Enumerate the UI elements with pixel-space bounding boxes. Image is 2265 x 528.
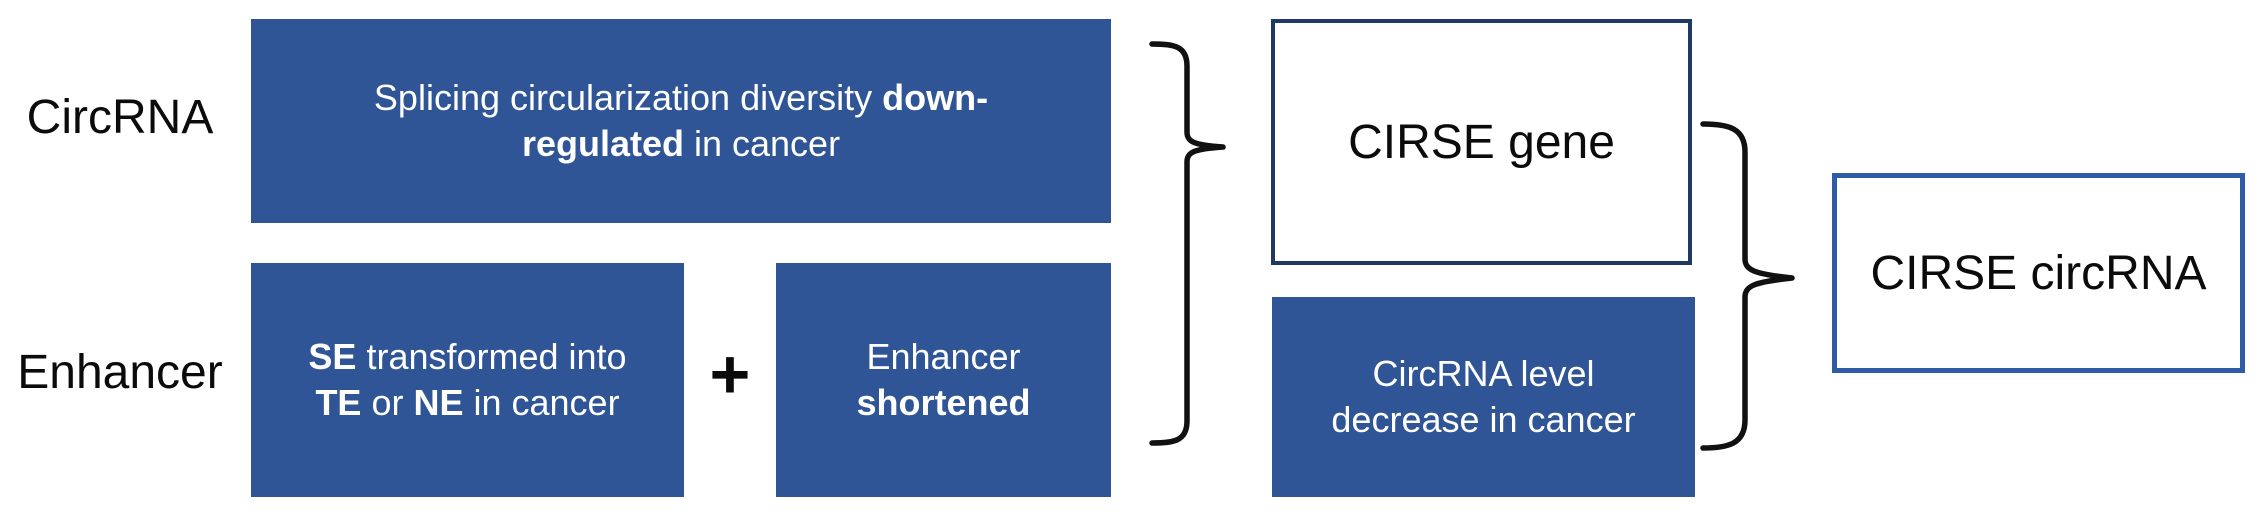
plus-sign: + (709, 335, 751, 413)
right-curly-brace-icon (1700, 121, 1795, 451)
cirse-gene-box: CIRSE gene (1271, 19, 1692, 265)
cirse-circrna-label: CIRSE circRNA (1870, 246, 2207, 300)
left-curly-brace-icon (1149, 41, 1226, 446)
enhancer-row-label: Enhancer (17, 345, 223, 399)
splicing-diversity-box: Splicing circularization diversity down-… (251, 19, 1111, 223)
cirse-circrna-box: CIRSE circRNA (1832, 173, 2245, 373)
circrna-row-label: CircRNA (26, 90, 214, 144)
cirse-gene-label: CIRSE gene (1348, 115, 1615, 169)
